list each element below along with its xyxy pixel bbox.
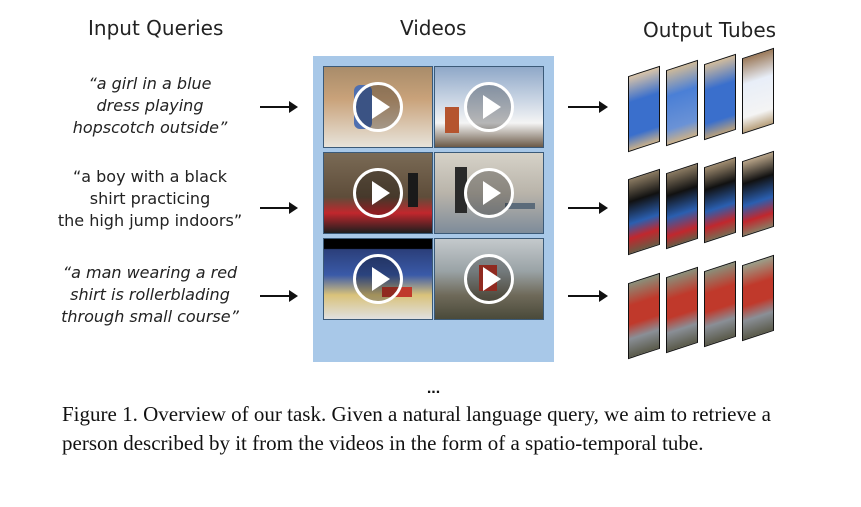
tube-frame [742, 47, 774, 135]
query-line: dress playing [96, 96, 204, 115]
query-line: hopscotch outside” [72, 118, 228, 137]
videos-title: Videos [400, 16, 467, 40]
tube-frame [628, 168, 660, 256]
query-1: “a girl in a blue dress playing hopscotc… [40, 73, 260, 139]
tube-frame [628, 65, 660, 153]
play-button-icon[interactable] [353, 254, 403, 304]
video-collection-panel: ... [313, 56, 554, 397]
query-3: “a man wearing a red shirt is rollerblad… [40, 262, 260, 328]
play-button-icon[interactable] [353, 82, 403, 132]
query-line: shirt is rollerblading [70, 285, 230, 304]
output-tubes-title: Output Tubes [643, 18, 777, 42]
tube-frame [704, 53, 736, 141]
arrow-right-icon [568, 290, 608, 302]
tube-frame [666, 59, 698, 147]
tube-frame [742, 150, 774, 238]
query-line: “a man wearing a red [62, 263, 238, 282]
query-2: “a boy with a black shirt practicing the… [40, 166, 260, 232]
tube-frame [628, 272, 660, 360]
video-thumbnail[interactable] [323, 152, 433, 234]
tube-frame [704, 156, 736, 244]
video-thumbnail[interactable] [323, 238, 433, 320]
query-line: the high jump indoors” [57, 211, 243, 230]
arrow-right-icon [260, 202, 298, 214]
output-tube-3 [628, 254, 788, 360]
arrow-right-icon [260, 290, 298, 302]
play-button-icon[interactable] [464, 254, 514, 304]
query-line: through small course” [61, 307, 239, 326]
more-videos-ellipsis: ... [426, 380, 441, 397]
play-button-icon[interactable] [464, 82, 514, 132]
tube-frame [704, 260, 736, 348]
arrow-right-icon [568, 202, 608, 214]
play-button-icon[interactable] [464, 168, 514, 218]
figure-caption: Figure 1. Overview of our task. Given a … [62, 402, 771, 455]
output-tube-2 [628, 150, 788, 256]
tube-frame [742, 254, 774, 342]
tube-frame [666, 162, 698, 250]
video-thumbnail[interactable] [323, 66, 433, 148]
tube-frame [666, 266, 698, 354]
query-line: shirt practicing [89, 189, 211, 208]
video-thumbnail[interactable] [434, 66, 544, 148]
output-tube-1 [628, 47, 788, 153]
query-line: “a boy with a black [72, 167, 228, 186]
arrow-right-icon [568, 101, 608, 113]
input-queries-title: Input Queries [88, 16, 224, 40]
arrow-right-icon [260, 101, 298, 113]
play-button-icon[interactable] [353, 168, 403, 218]
video-thumbnail[interactable] [434, 152, 544, 234]
query-line: “a girl in a blue [88, 74, 212, 93]
video-thumbnail[interactable] [434, 238, 544, 320]
